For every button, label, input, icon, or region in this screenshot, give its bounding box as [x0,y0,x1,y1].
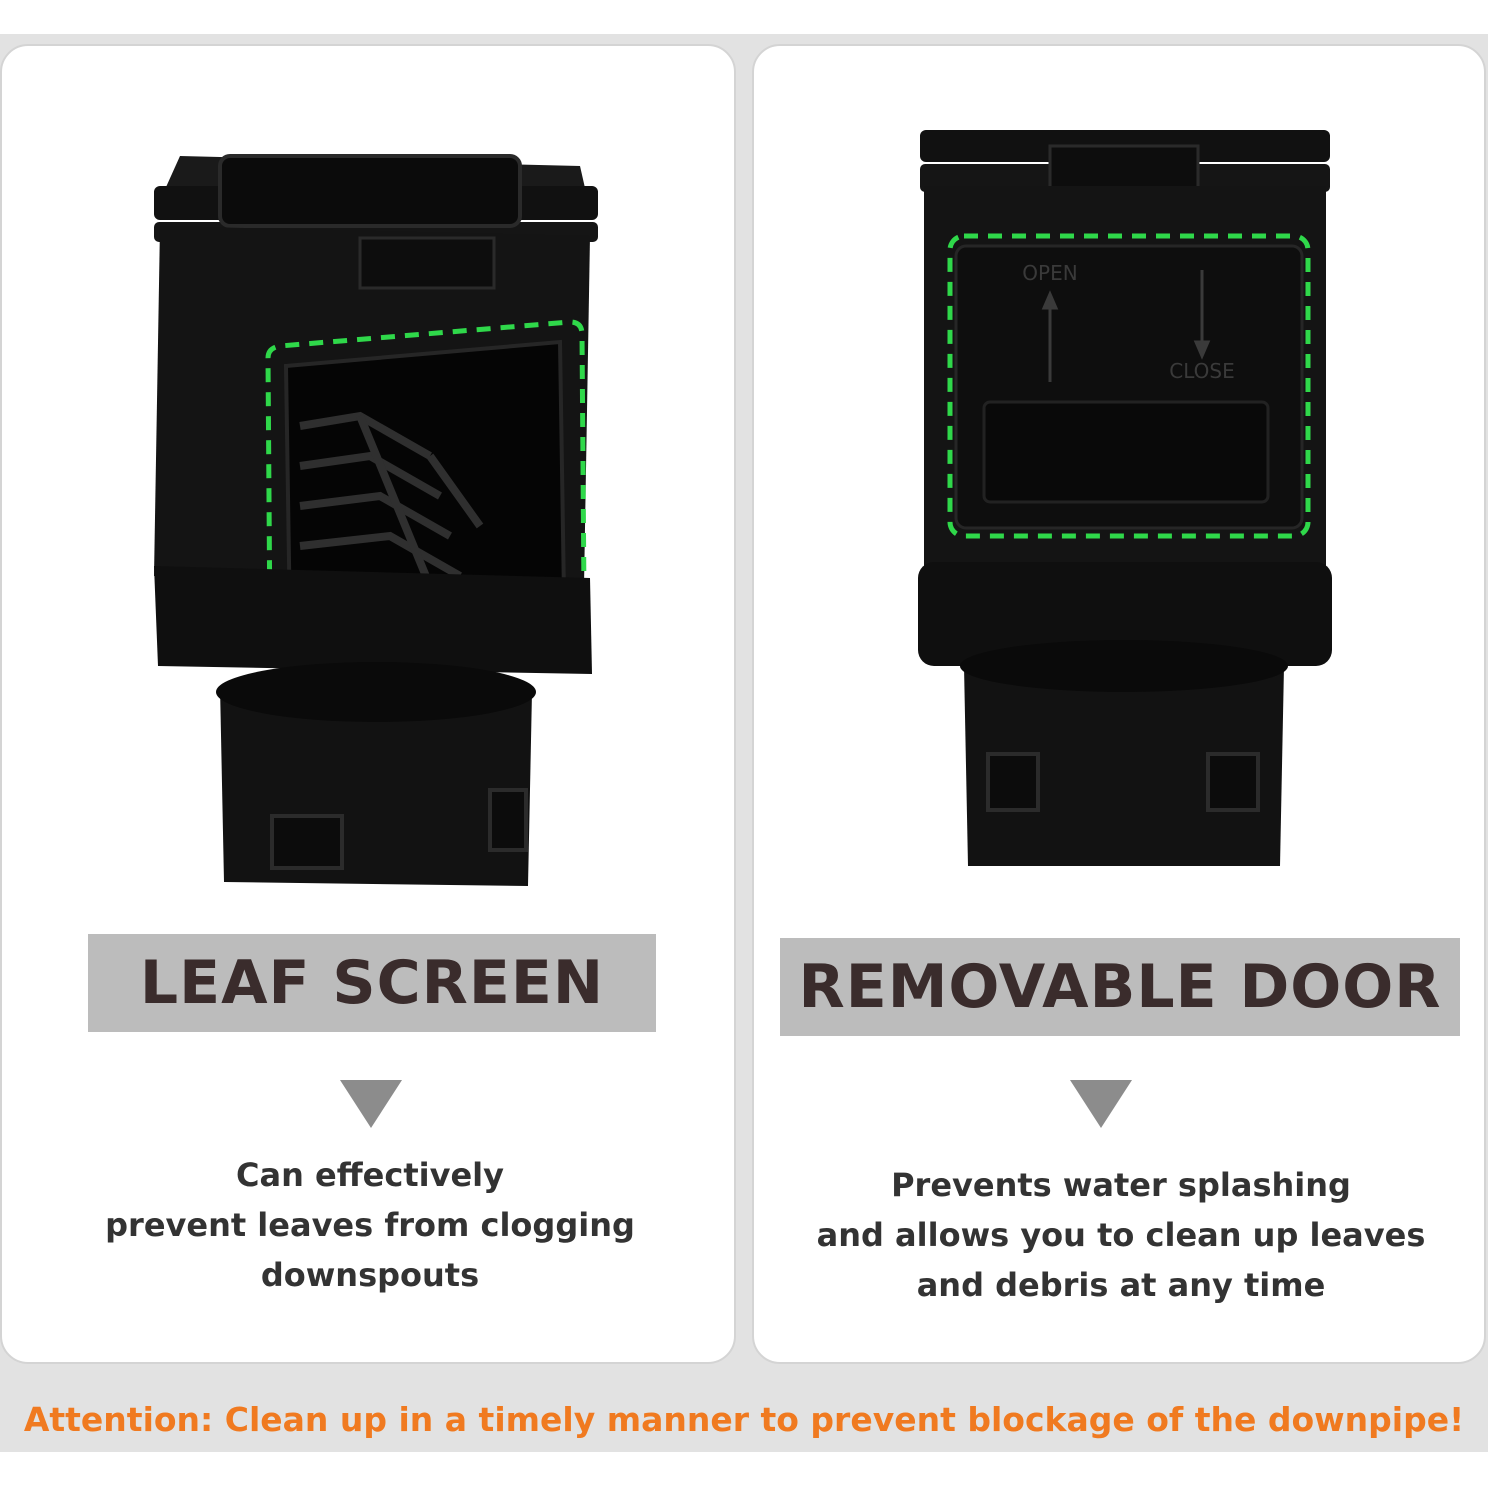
leaf-screen-title: LEAF SCREEN [139,948,605,1018]
leaf-screen-label: LEAF SCREEN [88,934,656,1032]
door-close-label: CLOSE [1169,359,1234,383]
removable-door-product-image: OPEN CLOSE [918,130,1332,866]
description-line: and debris at any time [916,1266,1326,1304]
leaf-screen-product-image [154,154,598,886]
removable-door-highlight [947,233,1311,539]
removable-door-card: OPEN CLOSE REMOVABLE DOOR Prevents water… [752,44,1486,1364]
down-arrow-icon [1070,1080,1132,1128]
removable-door-title: REMOVABLE DOOR [798,952,1442,1022]
leaf-screen-card: LEAF SCREEN Can effectively prevent leav… [0,44,736,1364]
description-line: Can effectively [236,1156,504,1194]
removable-door-label: REMOVABLE DOOR [780,938,1460,1036]
leaf-screen-description: Can effectively prevent leaves from clog… [42,1150,698,1300]
attention-notice: Attention: Clean up in a timely manner t… [23,1400,1465,1439]
description-line: downspouts [260,1256,480,1294]
door-arrows-icon [1041,270,1211,382]
door-open-label: OPEN [1022,261,1077,285]
description-line: and allows you to clean up leaves [816,1216,1426,1254]
description-line: Prevents water splashing [891,1166,1351,1204]
removable-door-description: Prevents water splashing and allows you … [774,1160,1468,1310]
down-arrow-icon [340,1080,402,1128]
description-line: prevent leaves from clogging [105,1206,635,1244]
